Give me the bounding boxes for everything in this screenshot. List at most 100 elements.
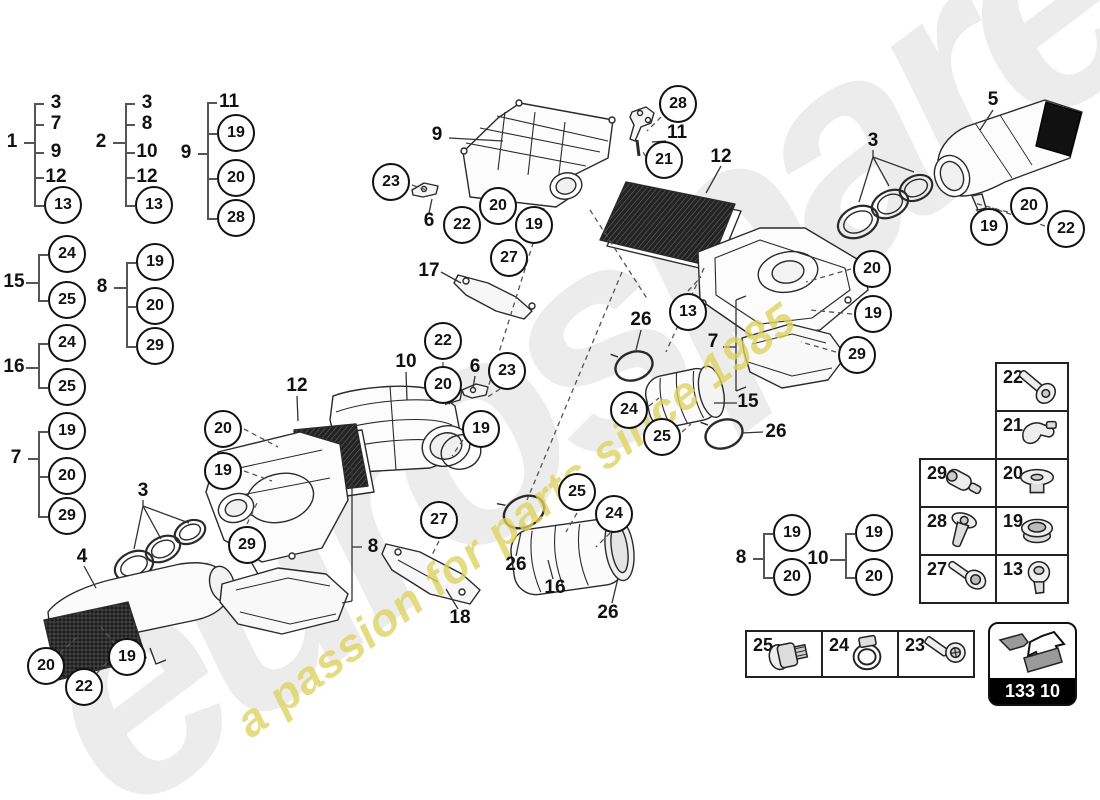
- callout-circle[interactable]: 20: [27, 647, 65, 685]
- callout-circle[interactable]: 20: [853, 250, 891, 288]
- legend-item-label: 7: [50, 113, 62, 134]
- callout-circle[interactable]: 29: [228, 526, 266, 564]
- callout-circle[interactable]: 28: [659, 85, 697, 123]
- callout-circle[interactable]: 23: [488, 352, 526, 390]
- legend-item-label: 12: [45, 166, 67, 187]
- fastener-table-cell[interactable]: 23: [897, 630, 975, 678]
- callout-circle[interactable]: 29: [48, 497, 86, 535]
- page-code-badge[interactable]: 133 10: [988, 622, 1077, 706]
- callout-circle[interactable]: 29: [838, 336, 876, 374]
- fastener-table-cell[interactable]: 24: [821, 630, 899, 678]
- callout-circle[interactable]: 22: [424, 322, 462, 360]
- fastener-table-cell[interactable]: 13: [995, 554, 1069, 604]
- legend-connector-line: [125, 205, 135, 207]
- legend-connector-line: [126, 346, 136, 348]
- legend-connector-line: [34, 177, 44, 179]
- callout-circle[interactable]: 24: [595, 495, 633, 533]
- buffer-icon: [1027, 561, 1051, 595]
- callout-circle[interactable]: 20: [136, 287, 174, 325]
- callout-circle[interactable]: 19: [854, 295, 892, 333]
- callout-circle[interactable]: 22: [443, 206, 481, 244]
- part-number-label: 15: [737, 391, 759, 412]
- callout-circle[interactable]: 27: [490, 239, 528, 277]
- callout-circle[interactable]: 25: [48, 368, 86, 406]
- fastener-table-cell[interactable]: 20: [995, 458, 1069, 508]
- part-number-label: 6: [423, 210, 435, 231]
- callout-circle[interactable]: 27: [420, 501, 458, 539]
- callout-circle[interactable]: 20: [424, 366, 462, 404]
- fastener-number: 20: [1003, 463, 1024, 483]
- legend-connector-line: [126, 262, 128, 346]
- callout-circle[interactable]: 13: [44, 186, 82, 224]
- fastener-number: 29: [927, 463, 948, 483]
- callout-circle[interactable]: 19: [515, 206, 553, 244]
- legend-item-label: 9: [50, 141, 62, 162]
- callout-circle[interactable]: 20: [773, 558, 811, 596]
- callout-circle[interactable]: 24: [48, 324, 86, 362]
- callout-circle[interactable]: 20: [217, 159, 255, 197]
- callout-circle[interactable]: 22: [1047, 210, 1085, 248]
- legend-group-label: 10: [807, 548, 829, 569]
- callout-circle[interactable]: 20: [855, 558, 893, 596]
- callout-circle[interactable]: 19: [970, 208, 1008, 246]
- callout-circle[interactable]: 28: [217, 199, 255, 237]
- callout-circle[interactable]: 19: [462, 410, 500, 448]
- part-number-label: 26: [630, 309, 652, 330]
- fastener-table-cell[interactable]: 27: [919, 554, 997, 604]
- clip-icon: [1022, 420, 1057, 445]
- callout-circle[interactable]: 25: [48, 281, 86, 319]
- callout-circle[interactable]: 19: [48, 412, 86, 450]
- part-number-label: 12: [286, 375, 308, 396]
- legend-connector-line: [38, 254, 40, 300]
- callout-circle[interactable]: 20: [479, 187, 517, 225]
- callout-circle[interactable]: 24: [48, 235, 86, 273]
- callout-circle[interactable]: 20: [1010, 187, 1048, 225]
- legend-connector-line: [125, 103, 127, 205]
- legend-connector-line: [38, 300, 48, 302]
- callout-circle[interactable]: 19: [136, 243, 174, 281]
- legend-group-label: 9: [180, 142, 192, 163]
- legend-item-label: 11: [218, 91, 240, 112]
- callout-circle[interactable]: 13: [669, 293, 707, 331]
- fastener-table-cell[interactable]: 25: [745, 630, 823, 678]
- callout-circle[interactable]: 13: [135, 186, 173, 224]
- callout-circle[interactable]: 25: [558, 473, 596, 511]
- legend-item-label: 3: [141, 92, 153, 113]
- callout-circle[interactable]: 20: [48, 457, 86, 495]
- part-number-label: 26: [765, 421, 787, 442]
- legend-connector-line: [38, 476, 48, 478]
- fastener-table-cell[interactable]: 28: [919, 506, 997, 556]
- legend-group-label: 2: [95, 131, 107, 152]
- fastener-table-cell[interactable]: 22: [995, 362, 1069, 412]
- fastener-number: 22: [1003, 367, 1024, 387]
- legend-connector-line: [38, 343, 40, 387]
- callout-circle[interactable]: 25: [643, 418, 681, 456]
- fastener-table-cell[interactable]: 21: [995, 410, 1069, 460]
- legend-connector-line: [126, 262, 136, 264]
- part-number-label: 3: [867, 130, 879, 151]
- part-number-label: 9: [431, 124, 443, 145]
- legend-connector-line: [207, 102, 209, 218]
- legend-connector-line: [198, 153, 207, 155]
- callout-circle[interactable]: 22: [65, 668, 103, 706]
- fastener-number: 28: [927, 511, 948, 531]
- callout-circle[interactable]: 29: [136, 327, 174, 365]
- callout-circle[interactable]: 19: [217, 114, 255, 152]
- callout-circle[interactable]: 20: [204, 410, 242, 448]
- callout-circle[interactable]: 19: [855, 514, 893, 552]
- callout-circle[interactable]: 19: [204, 452, 242, 490]
- part-number-label: 26: [505, 554, 527, 575]
- fastener-number: 25: [753, 635, 774, 655]
- callout-circle[interactable]: 24: [610, 391, 648, 429]
- legend-connector-line: [34, 152, 44, 154]
- callout-circle[interactable]: 23: [372, 163, 410, 201]
- legend-connector-line: [38, 516, 48, 518]
- callout-circle[interactable]: 19: [773, 514, 811, 552]
- part-number-label: 17: [418, 260, 440, 281]
- callout-circle[interactable]: 21: [645, 141, 683, 179]
- legend-item-label: 3: [50, 92, 62, 113]
- fastener-table-cell[interactable]: 19: [995, 506, 1069, 556]
- fastener-table-cell[interactable]: 29: [919, 458, 997, 508]
- callout-circle[interactable]: 19: [108, 638, 146, 676]
